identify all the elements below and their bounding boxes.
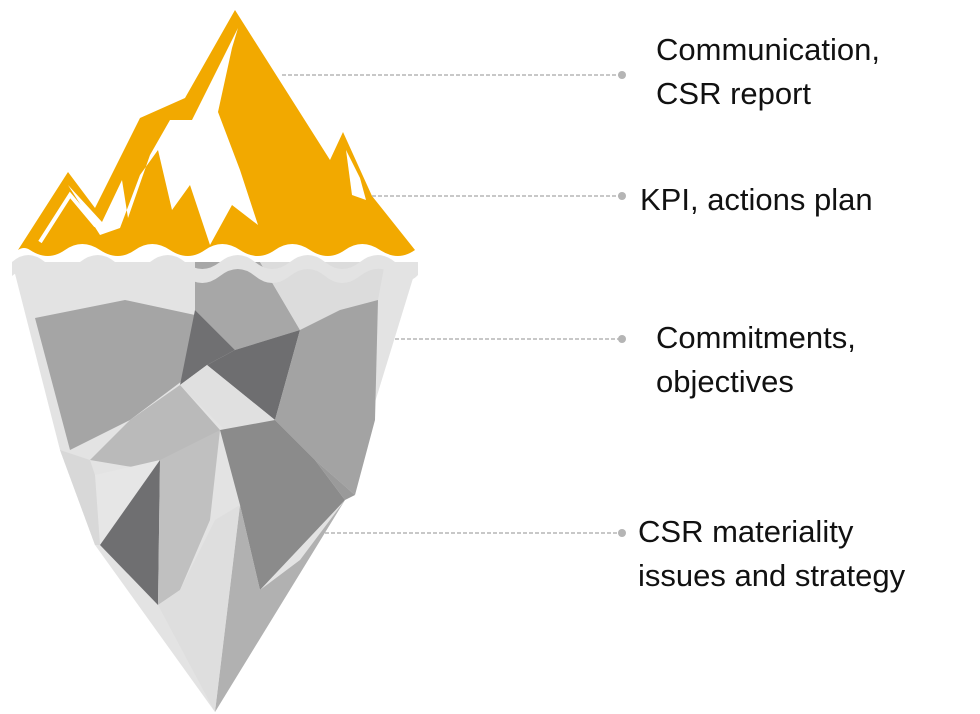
tip-snow-right — [346, 150, 366, 200]
label-line: KPI, actions plan — [640, 182, 873, 217]
ice-facet — [95, 460, 160, 545]
ice-facet — [195, 262, 300, 350]
connectors — [282, 71, 626, 537]
waterline-wave — [12, 255, 418, 283]
ice-facet — [180, 365, 275, 430]
label-line: CSR materiality — [638, 514, 854, 549]
label-kpi-actions-plan: KPI, actions plan — [640, 178, 873, 222]
ice-facet — [275, 300, 378, 495]
label-line: Commitments, — [656, 320, 856, 355]
ice-facet — [220, 420, 345, 590]
ice-facet — [180, 310, 235, 385]
label-line: objectives — [656, 364, 794, 399]
ice-facet — [35, 300, 195, 450]
ice-facet — [215, 500, 345, 712]
label-communication-csr-report: Communication, CSR report — [656, 28, 880, 116]
ice-facet — [207, 330, 300, 420]
ice-facet — [158, 430, 220, 605]
connector-dot-communication — [618, 71, 626, 79]
label-commitments-objectives: Commitments, objectives — [656, 316, 856, 404]
label-line: Communication, — [656, 32, 880, 67]
tip-snow-ridge — [38, 191, 98, 244]
tip-snow — [68, 28, 258, 245]
ice-facet — [100, 460, 160, 605]
label-csr-materiality-issues-strategy: CSR materiality issues and strategy — [638, 510, 905, 598]
ice-facet — [315, 460, 355, 500]
connector-dot-materiality — [618, 529, 626, 537]
ice-facet — [158, 505, 240, 712]
label-line: issues and strategy — [638, 558, 906, 593]
iceberg-underwater — [12, 262, 418, 712]
connector-dot-commitments — [618, 335, 626, 343]
connector-dot-kpi — [618, 192, 626, 200]
label-line: CSR report — [656, 76, 812, 111]
iceberg-tip — [18, 10, 415, 256]
ice-facet — [60, 450, 100, 545]
